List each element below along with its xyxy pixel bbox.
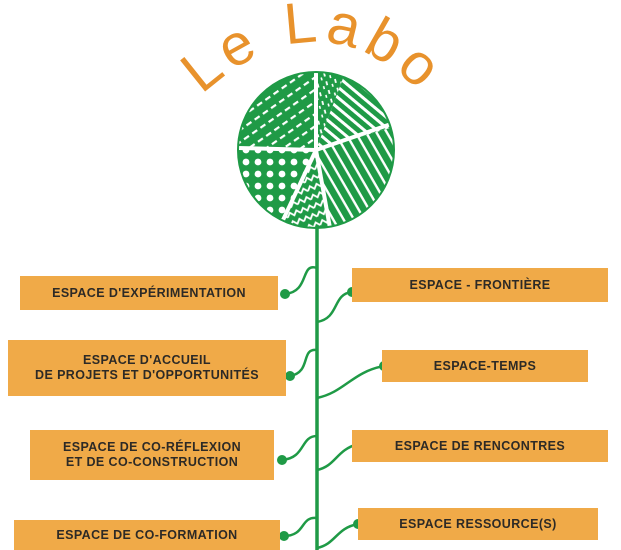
branch-dots <box>277 287 389 541</box>
label-espace-frontiere: ESPACE - FRONTIÈRE <box>352 268 608 302</box>
label-espace-temps: ESPACE-TEMPS <box>382 350 588 382</box>
label-line: ESPACE D'ACCUEIL <box>83 353 211 367</box>
label-espace-experimentation: ESPACE D'EXPÉRIMENTATION <box>20 276 278 310</box>
branches-left <box>281 266 318 538</box>
branches-right <box>316 290 385 550</box>
label-espace-co-formation: ESPACE DE CO-FORMATION <box>14 520 280 550</box>
label-line: ESPACE DE RENCONTRES <box>394 438 566 453</box>
label-line: ESPACE-TEMPS <box>433 358 537 373</box>
label-line: ESPACE RESSOURCE(S) <box>399 516 557 531</box>
label-espace-accueil: ESPACE D'ACCUEIL DE PROJETS ET D'OPPORTU… <box>8 340 286 396</box>
flower-separators <box>237 70 392 229</box>
label-espace-rencontres: ESPACE DE RENCONTRES <box>352 430 608 462</box>
label-line: ESPACE - FRONTIÈRE <box>409 277 551 292</box>
label-espace-co-reflexion: ESPACE DE CO-RÉFLEXION ET DE CO-CONSTRUC… <box>30 430 274 480</box>
label-line: ESPACE D'EXPÉRIMENTATION <box>52 285 246 300</box>
label-line: ESPACE DE CO-FORMATION <box>56 527 238 542</box>
label-espace-ressources: ESPACE RESSOURCE(S) <box>358 508 598 540</box>
label-line: ET DE CO-CONSTRUCTION <box>65 455 239 469</box>
label-line: DE PROJETS ET D'OPPORTUNITÉS <box>35 368 259 382</box>
label-line: ESPACE DE CO-RÉFLEXION <box>62 440 242 454</box>
